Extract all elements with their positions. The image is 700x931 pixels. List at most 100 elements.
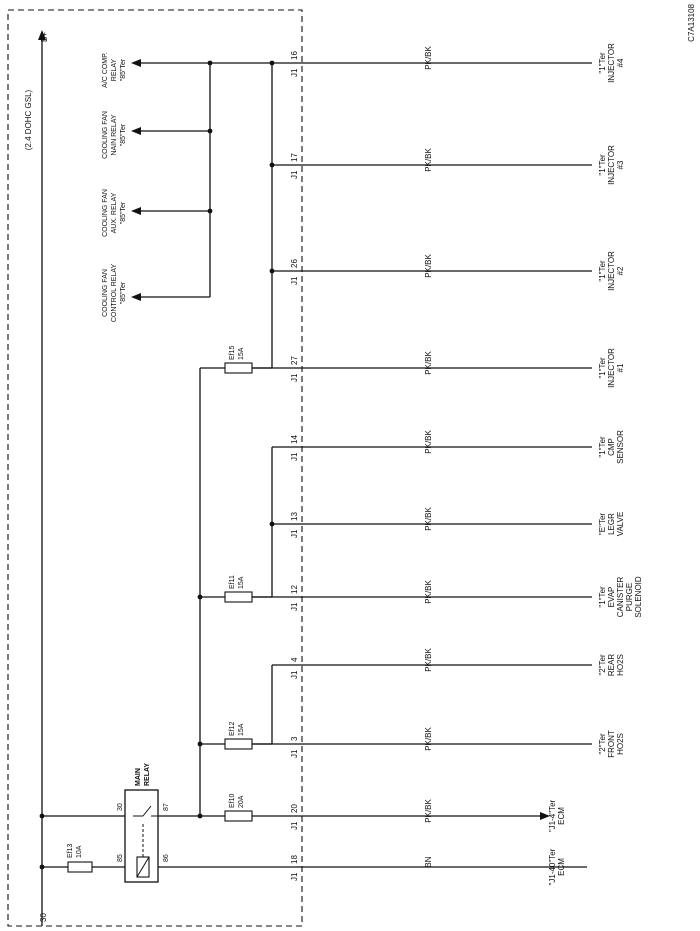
fuse-ef13-name: Ef13 bbox=[67, 843, 74, 858]
relay-output-nain-line1: COOLING FAN bbox=[102, 111, 109, 159]
relay-output-nain-line3: "85"Ter bbox=[120, 123, 127, 146]
junction-bus-ef12 bbox=[197, 741, 203, 747]
destination-label: "1"Ter bbox=[598, 52, 607, 74]
destination-label: "1"Ter bbox=[598, 436, 607, 458]
main-relay-title-1: MAIN bbox=[135, 768, 142, 786]
pin-number: 13 bbox=[290, 512, 299, 521]
arrow-fan-nain bbox=[131, 127, 141, 135]
wire-color: PK/BK bbox=[424, 648, 433, 672]
relay-output-aux-line1: COOLING FAN bbox=[102, 189, 109, 237]
destination-label: "2"Ter bbox=[598, 733, 607, 755]
junction-bplus-30 bbox=[39, 813, 45, 819]
junction-relay-ac bbox=[207, 60, 213, 66]
destination-label: "J1-4"Ter bbox=[548, 799, 557, 832]
fuse-ef12-name: Ef12 bbox=[229, 721, 236, 736]
fuse-ef12: Ef12 15A bbox=[224, 721, 253, 750]
relay-output-ac: A/C COMP. RELAY "85"Ter bbox=[102, 52, 127, 88]
connector-label: J1 bbox=[290, 872, 299, 881]
connector-label: J1 bbox=[290, 749, 299, 758]
destination-label: #2 bbox=[616, 266, 625, 275]
junction-relay-nain bbox=[207, 128, 213, 134]
engine-label: (2.4 DOHC GSL) bbox=[24, 89, 33, 150]
pin-number: 14 bbox=[290, 435, 299, 444]
pin-number: 12 bbox=[290, 585, 299, 594]
wire-color: PK/BK bbox=[424, 430, 433, 454]
main-relay-title-2: RELAY bbox=[144, 763, 151, 786]
junction-relay-aux bbox=[207, 208, 213, 214]
relay-output-control: COOLING FAN CONTROL RELAY "85"Ter bbox=[102, 264, 127, 323]
connector-label: J1 bbox=[290, 670, 299, 679]
relay-pin-87: 87 bbox=[163, 803, 170, 811]
fuse-ef15-name: Ef15 bbox=[229, 345, 236, 360]
bottom-label-30: 30 bbox=[39, 913, 48, 922]
destination-label: CANISTER bbox=[616, 577, 625, 618]
pin-number: 26 bbox=[290, 259, 299, 268]
pin-number: 20 bbox=[290, 804, 299, 813]
relay-output-ac-line1: A/C COMP. bbox=[102, 52, 109, 88]
connector-label: J1 bbox=[290, 373, 299, 382]
destination-label: "J1-40"Ter bbox=[548, 848, 557, 885]
destination-label: "E"Ter bbox=[598, 513, 607, 535]
fuse-ef10-rating: 20A bbox=[238, 795, 245, 808]
fuse-ef11: Ef11 15A bbox=[224, 575, 253, 603]
fuse-ef13: Ef13 10A bbox=[67, 843, 93, 873]
destination-label: INJECTOR bbox=[607, 145, 616, 185]
fuse-ef13-rating: 10A bbox=[76, 845, 83, 858]
pin-number: 3 bbox=[290, 736, 299, 741]
destination-label: SENSOR bbox=[616, 430, 625, 464]
arrow-pin20 bbox=[540, 812, 550, 820]
connector-label: J1 bbox=[290, 452, 299, 461]
destination-label: CMP bbox=[607, 438, 616, 456]
relay-output-aux: COOLING FAN AUX. RELAY "85"Ter bbox=[102, 189, 127, 237]
wire-color: PK/BK bbox=[424, 46, 433, 70]
wire-color: PK/BK bbox=[424, 148, 433, 172]
relay-output-control-line2: CONTROL RELAY bbox=[111, 264, 118, 323]
destination-label: "1"Ter bbox=[598, 357, 607, 379]
destination-label: ECM bbox=[557, 807, 566, 825]
destination-label: FRONT bbox=[607, 730, 616, 758]
fuse-ef10-name: Ef10 bbox=[229, 793, 236, 808]
destination-label: "1"Ter bbox=[598, 154, 607, 176]
wire-color: PK/BK bbox=[424, 254, 433, 278]
pin-number: 16 bbox=[290, 51, 299, 60]
arrow-fan-control bbox=[131, 293, 141, 301]
pin-number: 17 bbox=[290, 153, 299, 162]
destination-label: INJECTOR bbox=[607, 348, 616, 388]
destination-label: EVAP bbox=[607, 587, 616, 608]
junction-bus-ef11 bbox=[197, 594, 203, 600]
destination-label: SOLENOID bbox=[634, 576, 643, 618]
destination-label: INJECTOR bbox=[607, 43, 616, 83]
fuse-ef15-rating: 15A bbox=[238, 347, 245, 360]
wire-color: PK/BK bbox=[424, 351, 433, 375]
fuse-ef15: Ef15 15A bbox=[224, 345, 253, 374]
destination-label: ECM bbox=[557, 858, 566, 876]
destination-label: VALVE bbox=[616, 512, 625, 537]
arrow-fan-aux bbox=[131, 207, 141, 215]
destination-label: INJECTOR bbox=[607, 251, 616, 291]
connector-label: J1 bbox=[290, 821, 299, 830]
junction-bplus-ef13 bbox=[39, 864, 45, 870]
main-relay: MAIN RELAY 30 87 85 86 bbox=[117, 763, 170, 883]
relay-pin-85: 85 bbox=[117, 854, 124, 862]
relay-output-ac-line3: "85"Ter bbox=[120, 58, 127, 81]
diagram-id: C7A13108 bbox=[687, 3, 696, 41]
relay-output-nain: COOLING FAN NAIN RELAY "85"Ter bbox=[102, 111, 127, 159]
fuse-ef10: Ef10 20A bbox=[224, 793, 253, 822]
wire-color: PK/BK bbox=[424, 799, 433, 823]
harness-boundary bbox=[7, 9, 303, 927]
fuse-ef11-name: Ef11 bbox=[229, 575, 236, 589]
connector-label: J1 bbox=[290, 529, 299, 538]
bplus-label: B+ bbox=[40, 32, 49, 42]
bplus-arrow bbox=[38, 30, 46, 40]
wire-color: PK/BK bbox=[424, 507, 433, 531]
destination-label: #3 bbox=[616, 160, 625, 169]
destination-label: #1 bbox=[616, 363, 625, 372]
